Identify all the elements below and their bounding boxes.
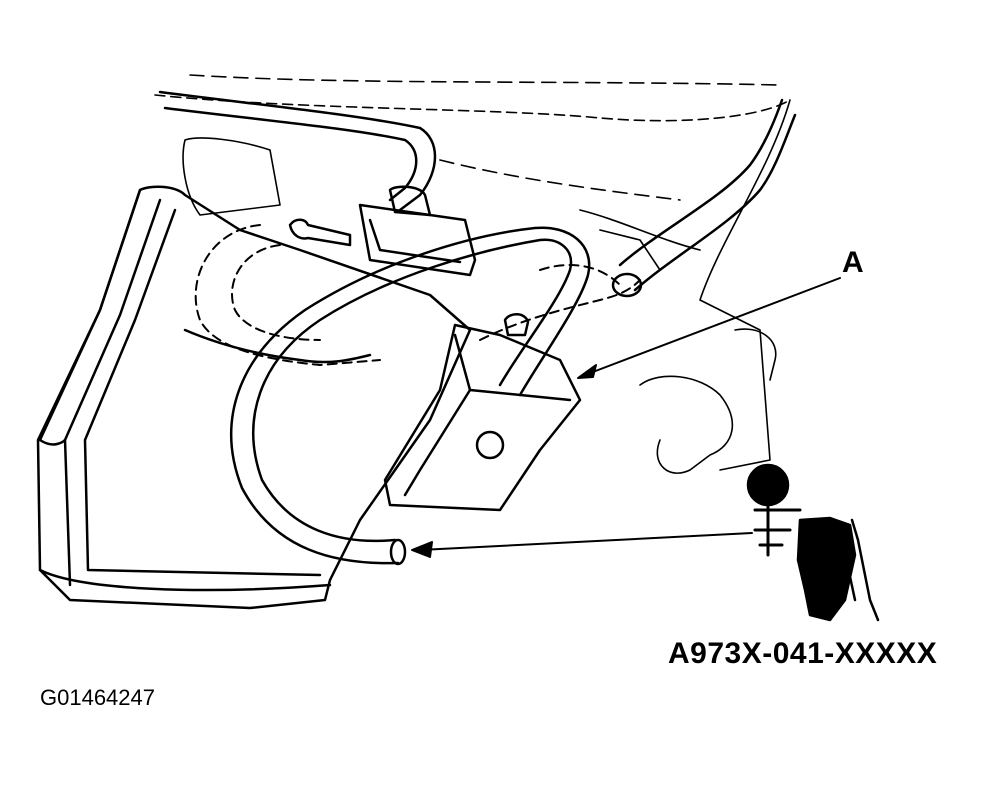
background-top-edge [154, 94, 791, 122]
upper-hose [158, 90, 437, 212]
background-mount [182, 137, 281, 216]
background-right-panel [699, 99, 791, 471]
upper-hose-outer [158, 90, 437, 212]
canister-body [36, 185, 472, 610]
canister-top-fitting [288, 185, 477, 277]
background-structure [154, 74, 791, 474]
callout-a-label: A [842, 246, 864, 279]
right-hose-outer [618, 98, 784, 267]
vacuum-pump-tool-icon [746, 463, 880, 622]
valve-box-hole [475, 430, 505, 460]
tool-leader [411, 532, 753, 558]
loop-hose [230, 226, 591, 566]
background-bracket [639, 375, 734, 474]
figure-id-label: G01464247 [40, 685, 155, 710]
hidden-ellipse-inner [231, 244, 321, 341]
valve-box-stem [503, 313, 530, 337]
canister-outline [36, 185, 472, 610]
valve-box [383, 313, 582, 512]
hidden-path-right [479, 279, 641, 341]
hidden-lines [194, 224, 641, 366]
right-hose-inner [633, 113, 797, 292]
canister-face-1 [63, 198, 162, 587]
valve-box-edge [403, 388, 472, 497]
pump-body [796, 516, 857, 622]
pump-handle [838, 518, 880, 622]
upper-hose-inner [163, 106, 418, 202]
canister-bottom-rim [38, 438, 332, 592]
tool-leader-arrowhead [411, 541, 433, 558]
tool-part-number-label: A973X-041-XXXXX [668, 637, 938, 670]
canister-front-edge [38, 188, 142, 442]
fitting-block-face [368, 218, 462, 264]
hidden-ellipse-outer [194, 224, 381, 366]
tool-leader-line [419, 532, 753, 551]
callout-a-line [584, 277, 841, 376]
background-frame-line-3 [599, 229, 661, 271]
loop-hose-end [389, 538, 407, 566]
hidden-path-arc [539, 264, 621, 286]
loop-hose-outer [252, 238, 573, 543]
background-frame-line-2 [579, 209, 701, 251]
fitting-block [358, 203, 477, 277]
valve-box-outline [383, 323, 582, 512]
pump-gauge [746, 463, 790, 507]
callout-a-leader [577, 277, 841, 379]
right-hose [611, 98, 797, 298]
right-hose-clamp [611, 272, 643, 298]
canister-face-2 [83, 208, 322, 577]
background-frame-line [439, 159, 681, 201]
valve-box-top [453, 333, 572, 402]
callout-a-arrowhead [577, 364, 597, 379]
background-top-edge-2 [189, 74, 781, 86]
fitting-stem [388, 185, 432, 217]
background-bracket-2 [734, 328, 777, 381]
pump-crossbar [753, 508, 802, 547]
fitting-nipple [288, 218, 352, 247]
canister-top-rim [183, 328, 372, 364]
loop-hose-inner [230, 226, 591, 565]
